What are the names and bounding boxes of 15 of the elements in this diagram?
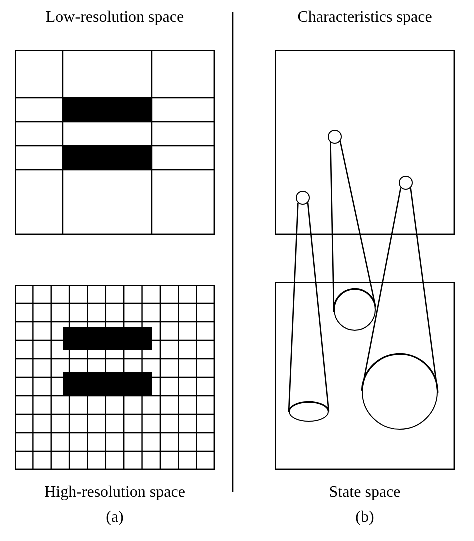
small-circle: [399, 176, 413, 190]
large-circle: [362, 354, 438, 430]
cone-lines: [361, 187, 439, 394]
heading: State space: [329, 483, 401, 503]
cone-lines: [288, 202, 330, 413]
ellipse: [289, 402, 329, 422]
heading: Low-resolution space: [46, 8, 184, 28]
heading: High-resolution space: [44, 483, 186, 503]
cone-lines: [330, 140, 377, 314]
panel-label: (b): [356, 508, 374, 528]
heading: Characteristics space: [298, 8, 432, 28]
panel-label: (a): [106, 508, 124, 528]
large-circle: [334, 289, 376, 331]
small-circle: [296, 191, 310, 205]
small-circle: [328, 130, 342, 144]
